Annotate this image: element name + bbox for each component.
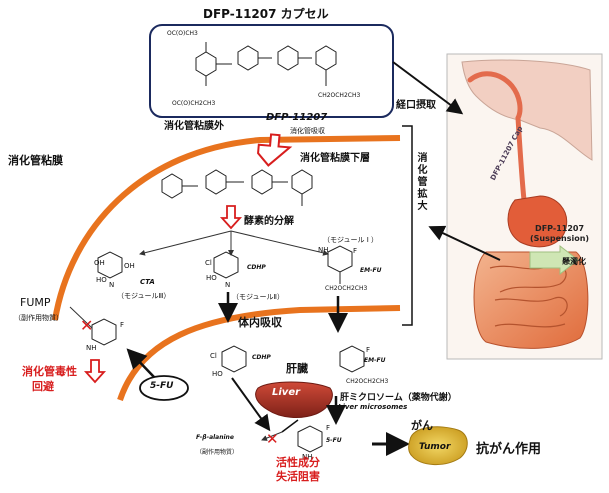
atom-label: HO [96,276,107,284]
expand-char: 消 [417,153,428,164]
absorb-label: 消化管吸収 [290,127,325,135]
block-x-2: ✕ [266,430,279,448]
cdhp-lower-label: CDHP [252,354,271,361]
fbeta-label: F-β-alanine [196,434,234,441]
module-I-label: （モジュール I ） [323,236,379,244]
atom-label: F [366,346,371,354]
capsule-molecule [195,42,337,86]
mucosa-outer-curve [52,135,401,321]
mucosa-outer-label: 消化管粘膜外 [164,121,224,132]
expand-char: 大 [417,201,428,212]
cdhp-lower-molecule [221,345,247,373]
body-absorb-label: 体内吸収 [238,316,282,329]
liver-badge: Liver [272,387,301,398]
cancer-label: がん [411,419,433,432]
cdhp-label: CDHP [247,264,266,271]
active-label: 活性成分 失活阻害 [276,456,320,484]
module-II-label: （モジュールⅡ） [232,293,284,301]
anatomy-susp-line: DFP-11207 [535,224,585,233]
liver-label: 肝臓 [286,362,308,375]
emfu-label: EM-FU [360,267,382,274]
fump-link [69,306,93,329]
side-product-label-2: （副作用物質） [196,449,239,456]
fu-lower-molecule [297,425,323,453]
atom-label: N [109,281,115,289]
cta-molecule [97,251,123,279]
emfu-sub-label: CH2OCH2CH3 [325,285,368,292]
emfu-lower-sub: CH2OCH2CH3 [346,378,389,385]
emfu-lower-label: EM-FU [364,357,386,364]
capsule-title: DFP-11207 カプセル [203,7,329,21]
atom-label: F [120,321,125,329]
gi-tox-line: 回避 [32,380,54,393]
atom-label: N [225,281,231,289]
atom-label: OH [124,262,135,270]
tox-arrow [83,359,107,384]
module-III-label: （モジュールⅢ） [117,292,171,300]
atom-label: HO [212,370,223,378]
mucosa-inner-curve [117,305,401,401]
fump-label: FUMP [20,296,51,309]
submucosa-molecule [161,169,313,206]
enzyme-arrow [219,205,243,230]
block-x-1: ✕ [80,316,93,335]
cap-mol-bottom-left: OC(O)CH2CH3 [172,100,216,107]
emfu-molecule [327,245,353,284]
side-product-label: （副作用物質） [14,314,63,322]
enzyme-label: 酵素的分解 [244,216,294,227]
cta-label: CTA [140,278,155,286]
microsome-en-label: Liver microsomes [338,403,408,411]
atom-label: NH [302,453,313,461]
fu-oval-label: 5-FU [150,381,174,391]
atom-label: OH [94,259,105,267]
expand-char: 拡 [417,189,428,200]
cap-mol-right: CH2OCH2CH3 [318,92,361,99]
submucosa-label: 消化管粘膜下層 [300,153,370,164]
suspend-label: 懸濁化 [562,257,586,266]
anatomy-susp-label: DFP-11207 (Suspension) [530,224,589,244]
absorb-arrow [257,133,293,167]
anatomy-susp-line: (Suspension) [530,234,590,243]
fu-oval [139,375,189,401]
liver-to-x [281,419,299,433]
gi-tox-line: 消化管毒性 [22,365,77,378]
route-oral: 経口摂取 [396,100,436,111]
gi-tox-label: 消化管毒性 回避 [22,364,77,394]
capsule-structure-box [149,24,394,118]
emfu-lower-molecule [339,345,365,373]
anatomy-panel [446,53,603,360]
cdhp-molecule [213,251,239,279]
mucosa-label: 消化管粘膜 [8,154,63,167]
microsome-label: 肝ミクロソーム（薬物代謝） [340,393,457,403]
atom-label: NH [86,344,97,352]
atom-label: NH [318,246,329,254]
fu-lower-label: 5-FU [326,437,342,444]
antitumor-label: 抗がん作用 [476,442,542,457]
expand-char: 管 [417,177,428,188]
atom-label: F [326,424,331,432]
fump-ring [91,318,117,346]
tumor-shape [408,426,468,465]
atom-label: F [353,247,358,255]
atom-label: HO [206,274,217,282]
liver-shape [255,381,333,418]
atom-label: Cl [205,259,212,267]
expand-char: 化 [417,165,428,176]
bracket [402,125,413,326]
tumor-label: Tumor [419,442,451,452]
cap-mol-top-left: OC(O)CH3 [167,30,198,37]
drug-name: DFP-11207 [266,112,328,123]
expand-label: 消 化 管 拡 大 [417,153,428,213]
active-line: 活性成分 [276,456,320,469]
active-line: 失活阻害 [276,470,320,483]
atom-label: Cl [210,352,217,360]
